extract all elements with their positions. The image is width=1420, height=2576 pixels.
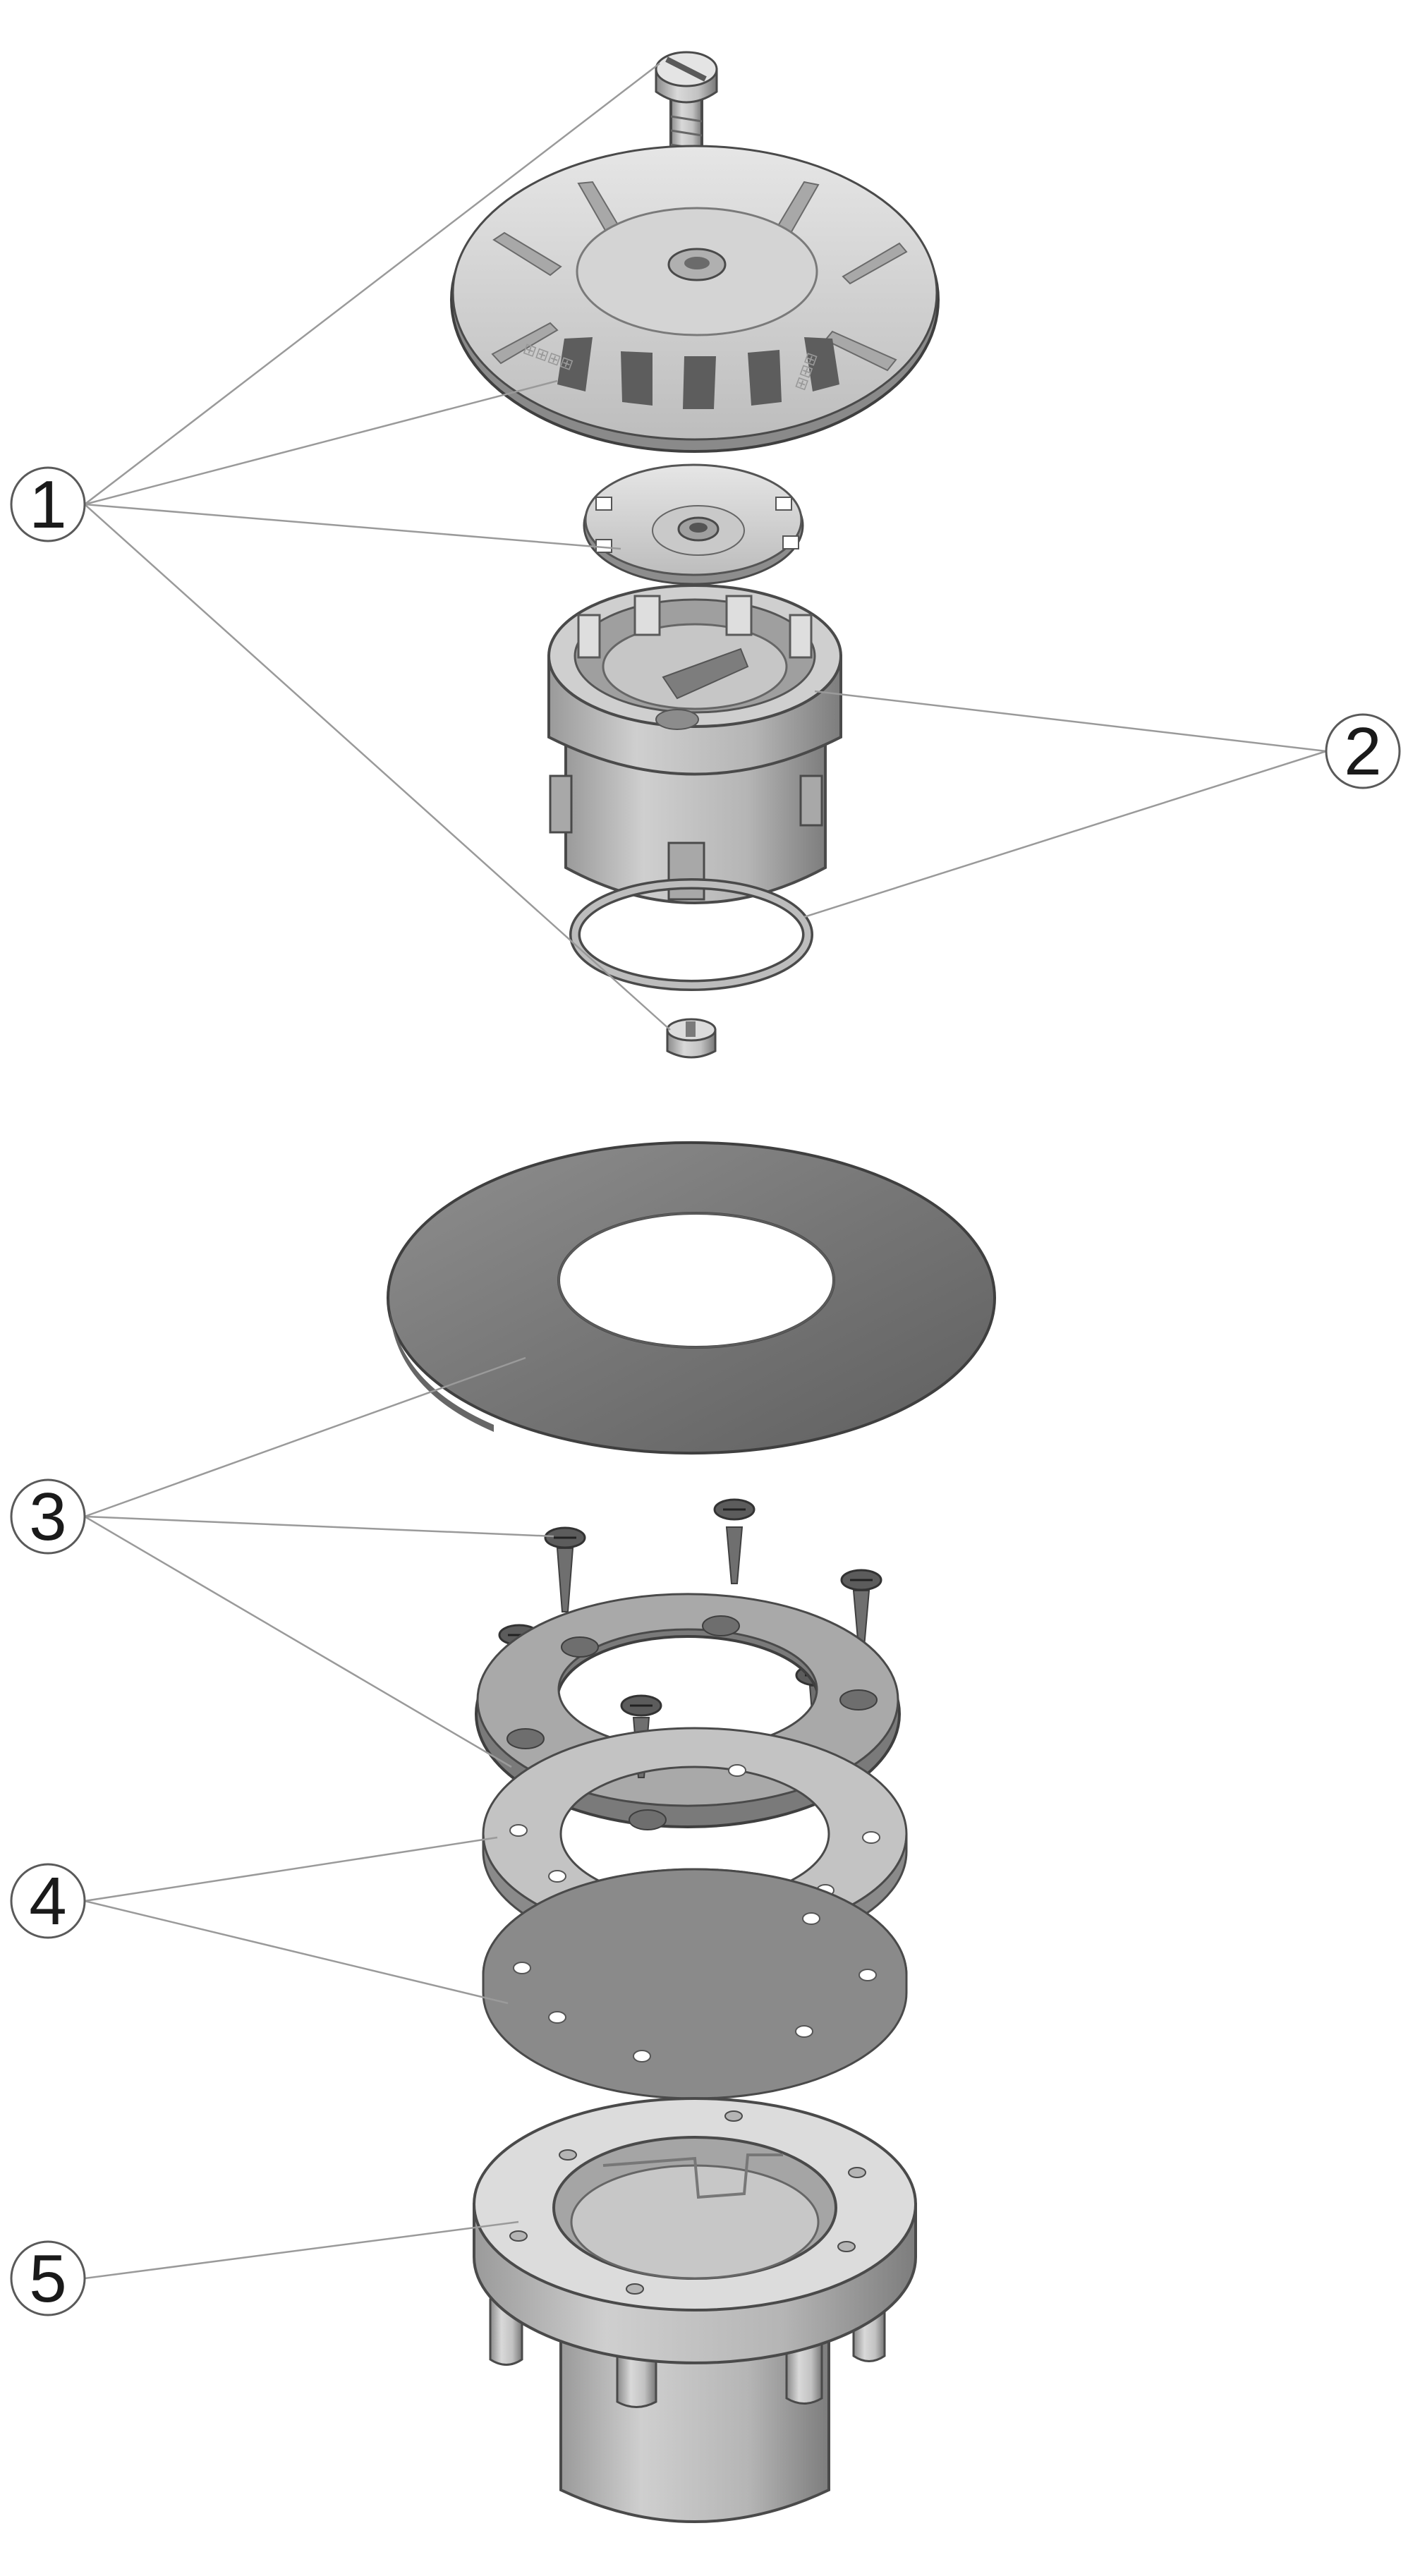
svg-text:4: 4 — [29, 1864, 66, 1939]
small-nut — [666, 1018, 717, 1059]
svg-text:3: 3 — [29, 1479, 66, 1555]
nozzle-body — [547, 584, 842, 904]
callout-3: 3 — [10, 1478, 86, 1555]
gasket-lower — [482, 1868, 908, 2100]
o-ring — [569, 878, 813, 991]
callout-4: 4 — [10, 1863, 86, 1939]
svg-text:5: 5 — [29, 2241, 66, 2316]
wood-screw — [713, 1498, 755, 1584]
svg-text:2: 2 — [1344, 714, 1381, 789]
callout-5: 5 — [10, 2240, 86, 2316]
svg-text:1: 1 — [29, 467, 66, 542]
cover-plate: ⊞⊞⊞⊞ ⊞⊞⊞ — [450, 145, 940, 453]
leader-lines — [84, 63, 1327, 2280]
callout-1: 1 — [10, 466, 86, 542]
wood-screw — [840, 1569, 882, 1648]
callout-2: 2 — [1325, 713, 1401, 789]
wood-screw — [544, 1526, 586, 1612]
wall-housing — [473, 2097, 917, 2523]
flange-cover-ring — [386, 1141, 997, 1454]
insert-disc — [583, 463, 804, 585]
